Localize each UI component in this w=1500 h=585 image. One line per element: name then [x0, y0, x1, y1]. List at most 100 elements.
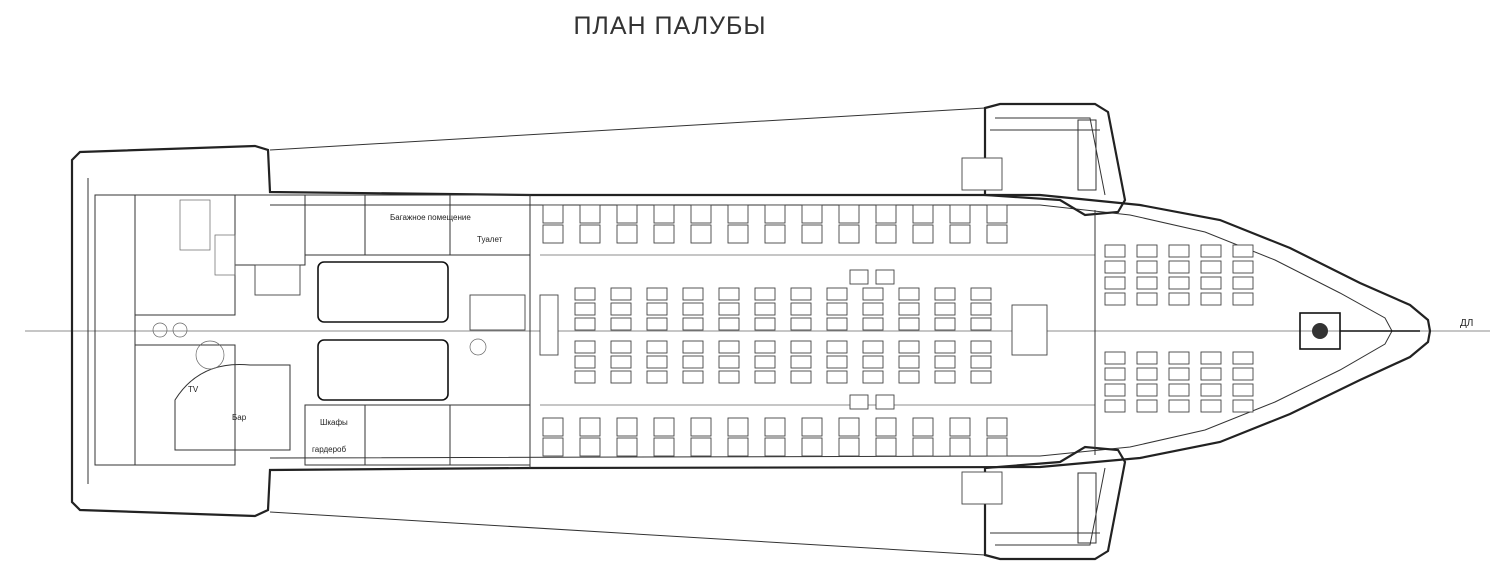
seat — [574, 302, 596, 316]
seat — [801, 417, 823, 437]
seat — [838, 417, 860, 437]
seat — [610, 317, 632, 331]
seat — [1232, 292, 1254, 306]
seat — [1232, 260, 1254, 274]
seat — [579, 224, 601, 244]
seat — [1200, 244, 1222, 258]
seat — [1136, 276, 1158, 290]
seat — [754, 355, 776, 369]
seat — [610, 287, 632, 301]
stern-rooms — [94, 194, 531, 466]
seat — [690, 204, 712, 224]
seat — [1232, 383, 1254, 397]
seat — [1104, 276, 1126, 290]
seat — [764, 417, 786, 437]
seat — [1136, 383, 1158, 397]
seat — [574, 317, 596, 331]
seat — [1168, 292, 1190, 306]
seat — [1104, 367, 1126, 381]
seat — [616, 437, 638, 457]
seat — [1232, 399, 1254, 413]
seat — [826, 370, 848, 384]
seat — [718, 370, 740, 384]
seat — [754, 302, 776, 316]
baggage-room-label: Багажное помещение — [390, 213, 471, 222]
seat — [646, 287, 668, 301]
seat — [862, 340, 884, 354]
seat — [801, 224, 823, 244]
passenger-seats — [542, 204, 1254, 457]
seat — [934, 287, 956, 301]
seat — [912, 417, 934, 437]
seat — [970, 287, 992, 301]
page-title: ПЛАН ПАЛУБЫ — [573, 12, 767, 40]
seat — [616, 417, 638, 437]
centerline-label: ДЛ — [1460, 318, 1473, 329]
seat — [986, 224, 1008, 244]
seat — [579, 204, 601, 224]
seat — [838, 204, 860, 224]
seat — [826, 317, 848, 331]
seat — [542, 417, 564, 437]
seat — [1200, 367, 1222, 381]
seat — [949, 417, 971, 437]
seat — [934, 370, 956, 384]
seat — [646, 317, 668, 331]
seat — [1136, 244, 1158, 258]
seat — [790, 355, 812, 369]
seat — [898, 287, 920, 301]
seat — [1168, 367, 1190, 381]
seat — [718, 317, 740, 331]
seat — [898, 355, 920, 369]
seat — [682, 355, 704, 369]
seat — [690, 224, 712, 244]
seat — [1232, 351, 1254, 365]
seat — [574, 340, 596, 354]
seat — [574, 287, 596, 301]
seat — [727, 204, 749, 224]
seat — [934, 340, 956, 354]
seat — [826, 302, 848, 316]
seat — [1136, 367, 1158, 381]
seat — [610, 340, 632, 354]
seat — [682, 317, 704, 331]
seat — [898, 317, 920, 331]
seat — [718, 355, 740, 369]
seat — [912, 224, 934, 244]
seat — [790, 302, 812, 316]
seat — [754, 317, 776, 331]
seat — [912, 204, 934, 224]
seat — [616, 204, 638, 224]
seat — [1200, 276, 1222, 290]
seat — [646, 340, 668, 354]
seat — [1136, 292, 1158, 306]
lower-sponson — [961, 445, 1127, 561]
seat — [826, 340, 848, 354]
seat — [826, 355, 848, 369]
seat — [1168, 276, 1190, 290]
seat — [986, 204, 1008, 224]
seat — [875, 204, 897, 224]
seat — [790, 317, 812, 331]
seat — [849, 269, 869, 285]
service-room-label: гардероб — [312, 445, 346, 454]
cabin-partitions — [529, 195, 1420, 468]
seat — [682, 340, 704, 354]
seat — [1232, 367, 1254, 381]
seat — [690, 437, 712, 457]
seat — [754, 370, 776, 384]
seat — [849, 394, 869, 410]
seat — [970, 302, 992, 316]
central-tables — [317, 261, 559, 401]
toilet-label: Туалет — [477, 235, 503, 244]
seat — [862, 302, 884, 316]
seat — [838, 224, 860, 244]
seat — [912, 437, 934, 457]
seat — [875, 437, 897, 457]
seat — [986, 417, 1008, 437]
seat — [790, 287, 812, 301]
seat — [542, 204, 564, 224]
seat — [1136, 399, 1158, 413]
seat — [875, 417, 897, 437]
